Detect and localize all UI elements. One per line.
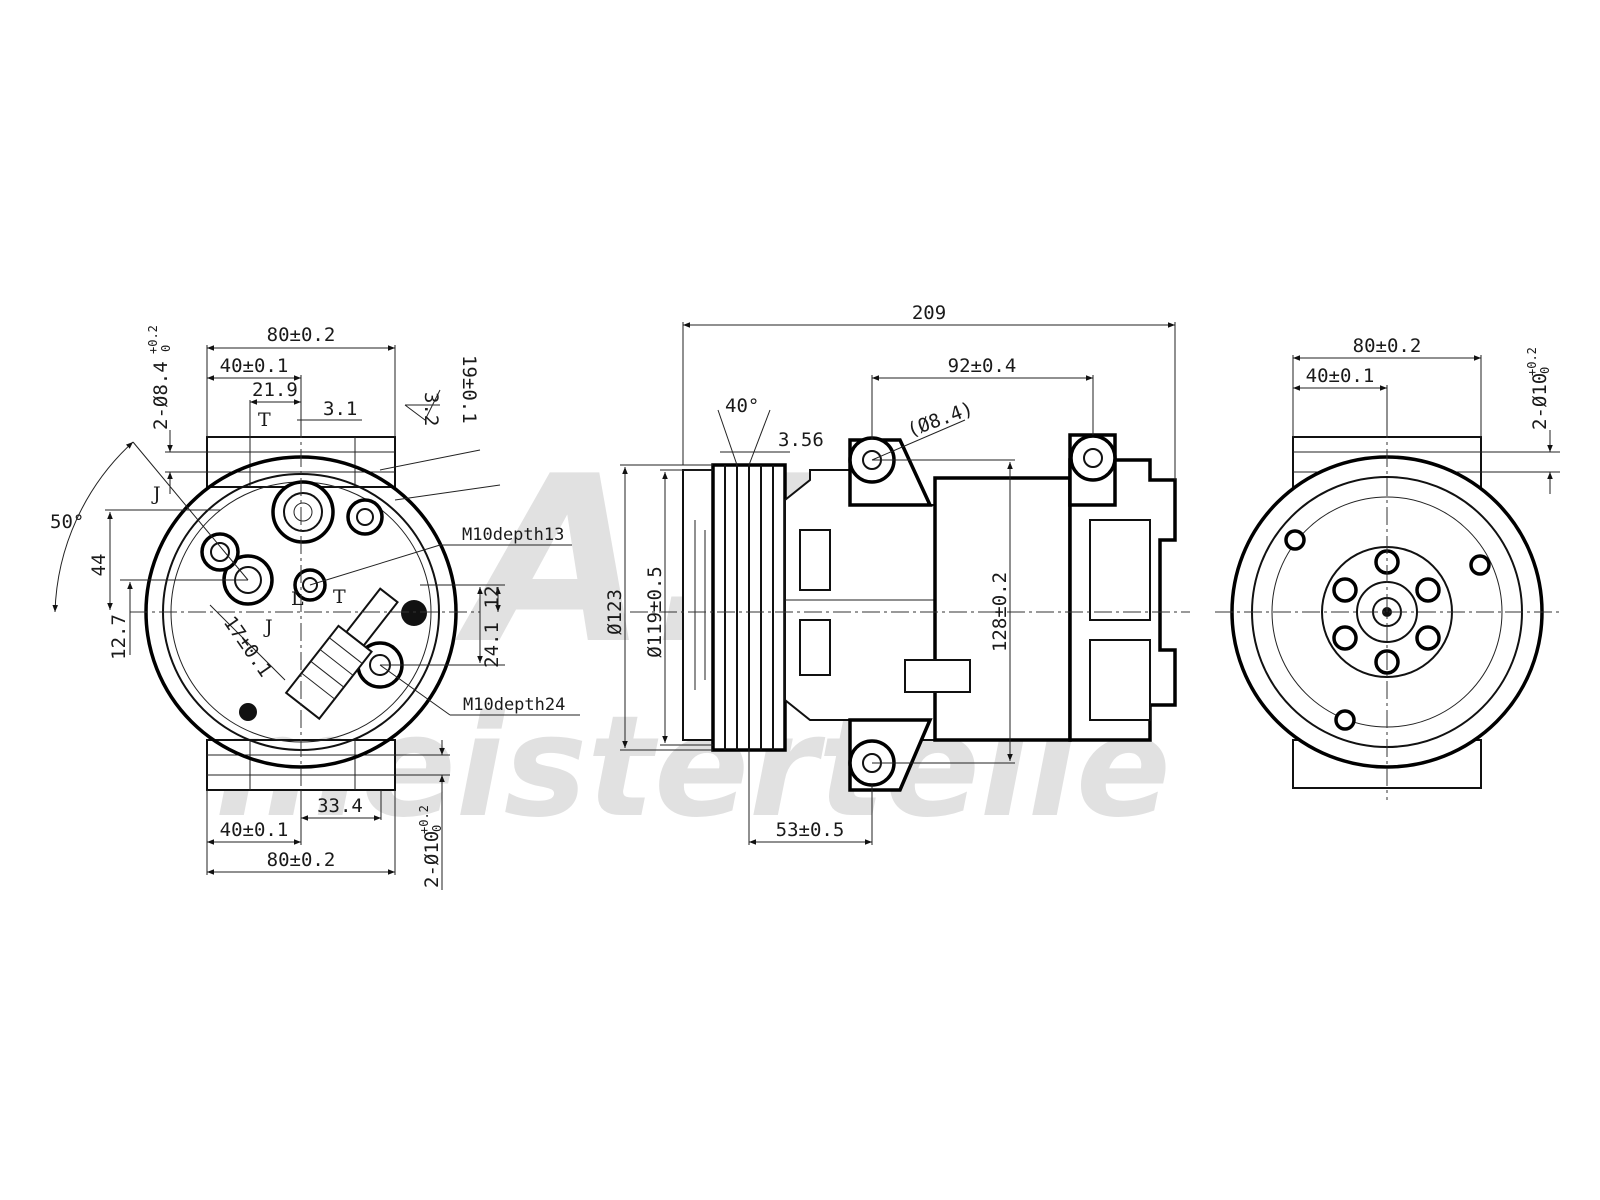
dim-21-9: 21.9 <box>252 379 298 401</box>
dim-overall-length: 209 <box>912 302 946 324</box>
clutch-plate <box>682 469 714 741</box>
dim-hole-top-tol-upper: +0.2 <box>146 325 160 354</box>
right-dim-hole: 2-Ø10 <box>1529 373 1551 430</box>
right-dim-half-width: 40±0.1 <box>1306 365 1375 387</box>
sensor-plug <box>401 600 427 626</box>
dim-hole-top: 2-Ø8.4 <box>150 361 172 430</box>
dim-groove-angle: 40° <box>725 395 759 417</box>
dim-width-33-4: 33.4 <box>317 795 363 817</box>
left-view: 80±0.2 40±0.1 21.9 3.1 T 2-Ø8.4 +0.2 0 5… <box>50 324 580 890</box>
dim-pulley-outer: Ø123 <box>604 589 626 635</box>
dim-height-44: 44 <box>88 554 110 577</box>
dim-groove-pitch: 3.56 <box>778 429 824 451</box>
dim-3-1: 3.1 <box>323 398 357 420</box>
dim-height-12-7: 12.7 <box>108 614 130 660</box>
side-view: 209 92±0.4 (Ø8.4) 40° 3.56 Ø123 Ø119±0.5 <box>604 302 1190 845</box>
label-t-bottom: T <box>333 586 346 608</box>
dim-hole-bottom: 2-Ø10 <box>421 831 443 888</box>
right-view: 80±0.2 40±0.1 2-Ø10 +0.2 0 <box>1215 335 1560 800</box>
control-valve-connector <box>284 587 399 721</box>
dim-angle-50: 50° <box>50 511 84 533</box>
dim-surface-3-2: 3.2 <box>420 392 442 426</box>
label-t-top: T <box>258 409 271 431</box>
right-dim-hole-tol-upper: +0.2 <box>1525 347 1539 376</box>
dim-hole-bottom-tol-upper: +0.2 <box>417 805 431 834</box>
callout-m10-depth24: M10depth24 <box>463 695 565 715</box>
dim-mount-height: 128±0.2 <box>989 572 1011 652</box>
label-j-top: J <box>151 483 161 505</box>
front-housing <box>784 469 936 741</box>
dim-hole-bottom-tol-lower: 0 <box>430 825 444 832</box>
cylinder-block <box>933 476 1072 742</box>
dim-radius-19: 19±0.1 <box>458 355 480 424</box>
dim-half-width-top: 40±0.1 <box>220 355 289 377</box>
dim-height-12: 12 <box>481 586 503 609</box>
dim-hole-top-tol-lower: 0 <box>159 345 173 352</box>
right-dim-width: 80±0.2 <box>1353 335 1422 357</box>
dim-width-bottom: 80±0.2 <box>267 849 336 871</box>
callout-m10-depth13: M10depth13 <box>462 525 564 545</box>
label-l: L <box>291 588 304 610</box>
dim-width-top: 80±0.2 <box>267 324 336 346</box>
discharge-port <box>271 480 335 544</box>
dim-pulley-inner: Ø119±0.5 <box>644 566 666 658</box>
right-dim-hole-tol-lower: 0 <box>1538 367 1552 374</box>
dim-mount-spacing: 92±0.4 <box>948 355 1017 377</box>
dim-pulley-offset: 53±0.5 <box>776 819 845 841</box>
dim-half-width-bottom: 40±0.1 <box>220 819 289 841</box>
label-j-bottom: J <box>263 616 273 638</box>
dim-height-24-1: 24.1 <box>481 622 503 668</box>
